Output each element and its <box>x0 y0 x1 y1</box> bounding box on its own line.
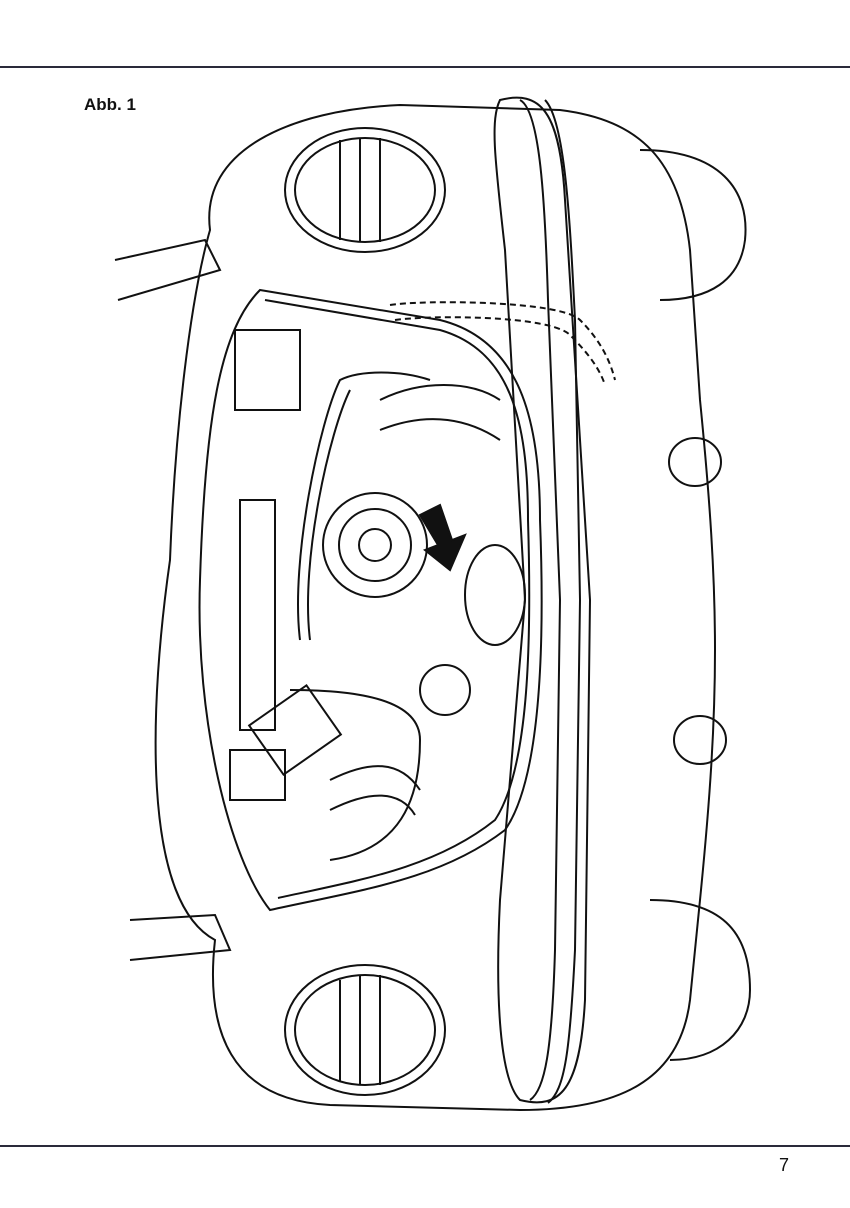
oil-filler <box>419 664 471 716</box>
tail-light-top <box>284 127 446 253</box>
fan-housing <box>464 544 526 646</box>
side-pipe-bottom <box>129 913 232 961</box>
fender-upper <box>639 149 747 301</box>
bottom-rule <box>0 1145 850 1147</box>
tail-light-top-inner <box>294 137 436 243</box>
side-pipe-top <box>114 238 222 301</box>
wiring-harness <box>289 371 431 861</box>
rear-bumper <box>493 96 592 1104</box>
car-body-outline <box>154 103 716 1112</box>
top-rule <box>0 66 850 68</box>
alternator-pulley <box>322 492 428 598</box>
bumper-bracket-top <box>668 437 722 487</box>
engine-compartment-opening <box>198 288 543 912</box>
tail-light-bottom-inner <box>294 974 436 1086</box>
figure-label: Abb. 1 <box>84 95 136 114</box>
page-number: 7 <box>779 1155 790 1175</box>
bumper-bracket-bottom <box>673 715 727 765</box>
fender-lower <box>649 899 752 1061</box>
tail-light-bottom <box>284 964 446 1096</box>
air-hose <box>329 765 421 816</box>
arrow-down-icon <box>418 503 467 572</box>
